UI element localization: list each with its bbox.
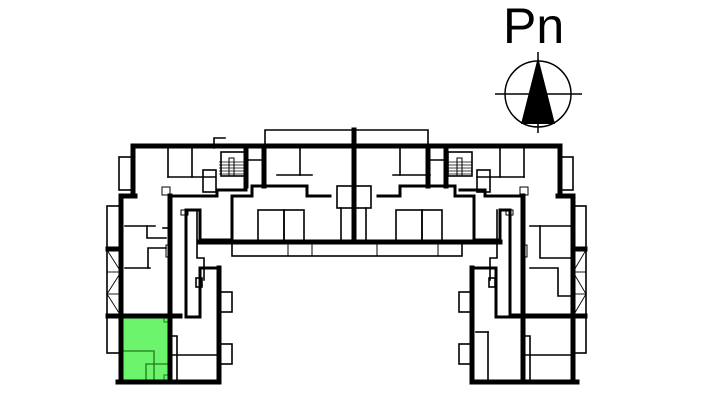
orientation-label: Pn [503, 0, 565, 54]
east-staircase [446, 151, 473, 177]
west-staircase [219, 151, 246, 177]
east-balconies [458, 205, 587, 365]
corridor [168, 184, 525, 319]
interior-partitions [124, 147, 574, 383]
inner-courtyard-edge [231, 242, 463, 257]
west-balconies [106, 205, 233, 365]
north-arrow-icon [495, 52, 582, 133]
north-terraces [118, 129, 574, 191]
service-shafts [161, 186, 529, 258]
stair-core-walls [243, 143, 449, 189]
highlighted-apartment[interactable] [120, 316, 171, 382]
